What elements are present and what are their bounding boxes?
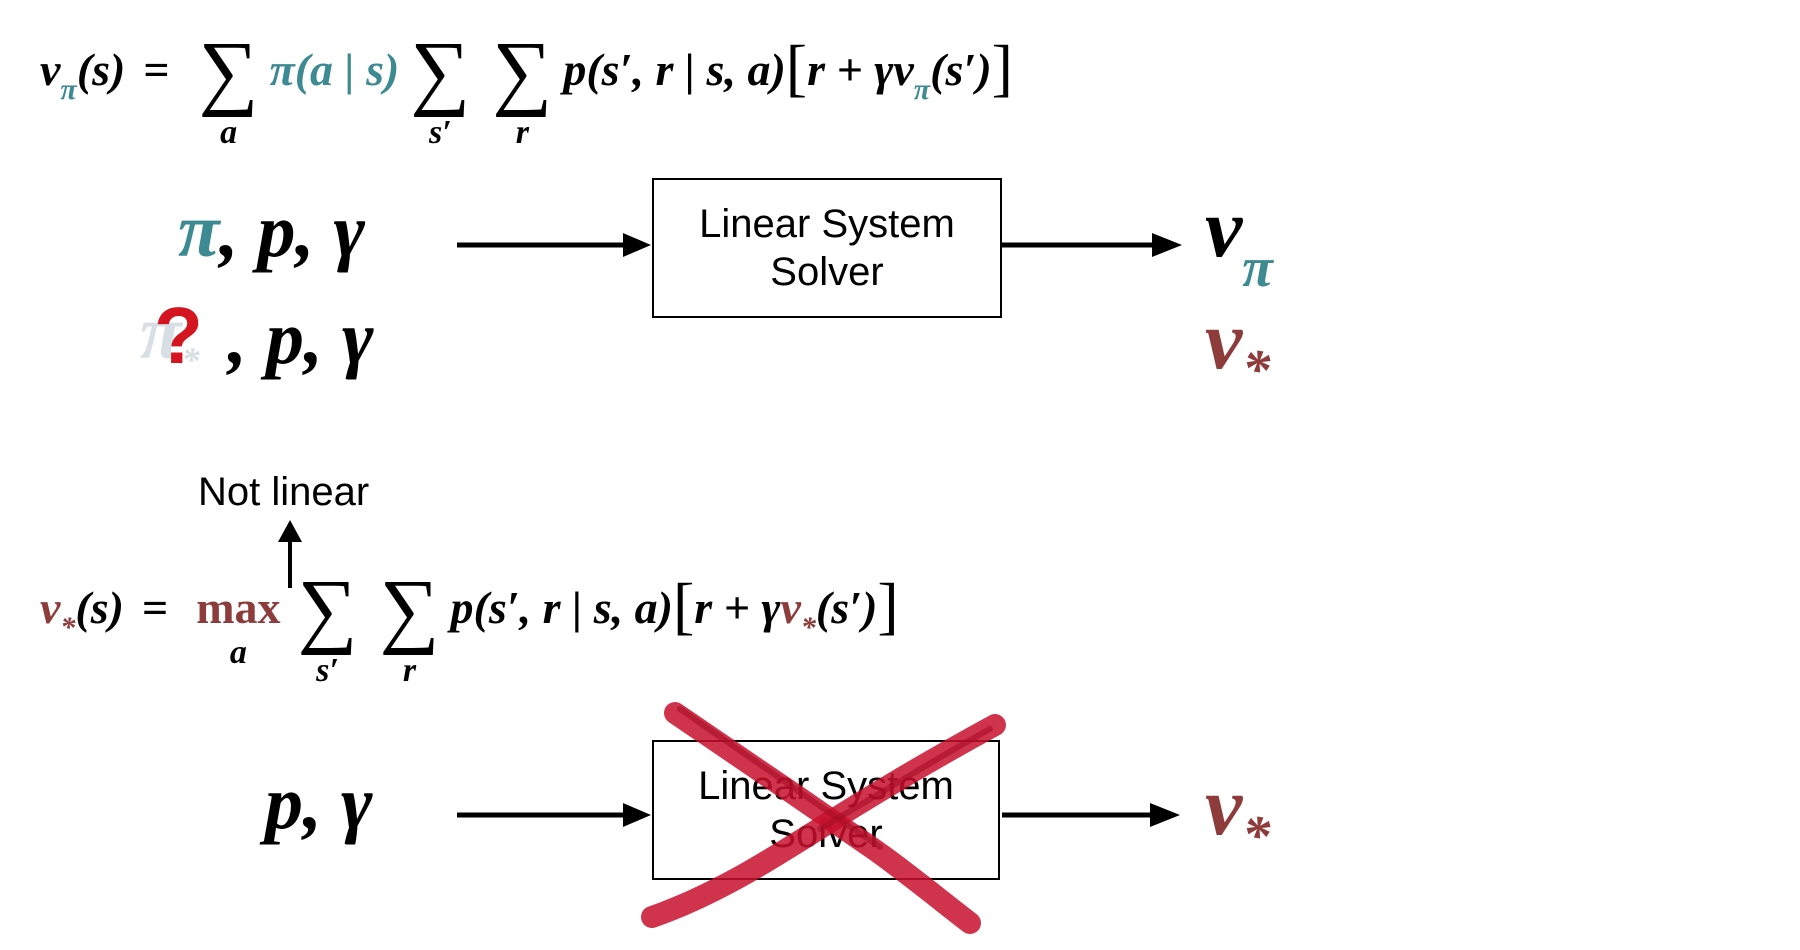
sum-over-next-states: ∑ s′ <box>297 563 358 690</box>
sum-over-next-states: ∑ s′ <box>410 25 471 152</box>
faded-pi-star: π* <box>140 291 200 380</box>
question-mark-icon: ? <box>154 291 203 380</box>
linear-system-solver-box: Linear System Solver <box>652 178 1002 318</box>
bracket-close: ] <box>877 570 899 641</box>
lhs: vπ(s) <box>40 44 126 106</box>
equals-sign: = <box>141 582 169 633</box>
sum-over-actions: ∑ a <box>198 25 259 152</box>
row1-inputs: π, p, γ <box>178 189 366 273</box>
red-cross-icon <box>641 702 1006 934</box>
row2-inputs: π* ? , p, γ <box>140 290 374 382</box>
lhs: v*(s) <box>40 582 124 644</box>
policy-term: π(a | s) <box>269 44 400 95</box>
unknown-optimal-policy: π* ? <box>140 290 228 382</box>
row3-inputs: p, γ <box>265 761 373 845</box>
transition-prob-term: p(s′, r | s, a) <box>563 44 786 95</box>
up-arrow-icon <box>278 520 302 588</box>
bracket-open: [ <box>672 570 695 641</box>
row3-arrow-out <box>1002 803 1180 827</box>
sum-over-rewards: ∑ r <box>492 25 553 152</box>
row1-arrow-out <box>1002 233 1182 257</box>
row2-output-v-star: v* <box>1205 294 1271 401</box>
equals-sign: = <box>143 44 170 95</box>
bracket-open: [ <box>785 32 808 103</box>
max-over-actions: max a <box>196 582 281 671</box>
return-term: r + γvπ(s′) <box>807 44 992 106</box>
row3-output-v-star: v* <box>1205 760 1271 867</box>
row1-arrow-in <box>457 233 651 257</box>
return-term: r + γv*(s′) <box>694 582 878 644</box>
sum-over-rewards: ∑ r <box>379 563 440 690</box>
not-linear-label: Not linear <box>198 470 370 514</box>
transition-prob-term: p(s′, r | s, a) <box>450 582 673 633</box>
row1-output-v-pi: vπ <box>1205 182 1273 299</box>
row3-arrow-in <box>457 803 651 827</box>
bracket-close: ] <box>991 32 1013 103</box>
